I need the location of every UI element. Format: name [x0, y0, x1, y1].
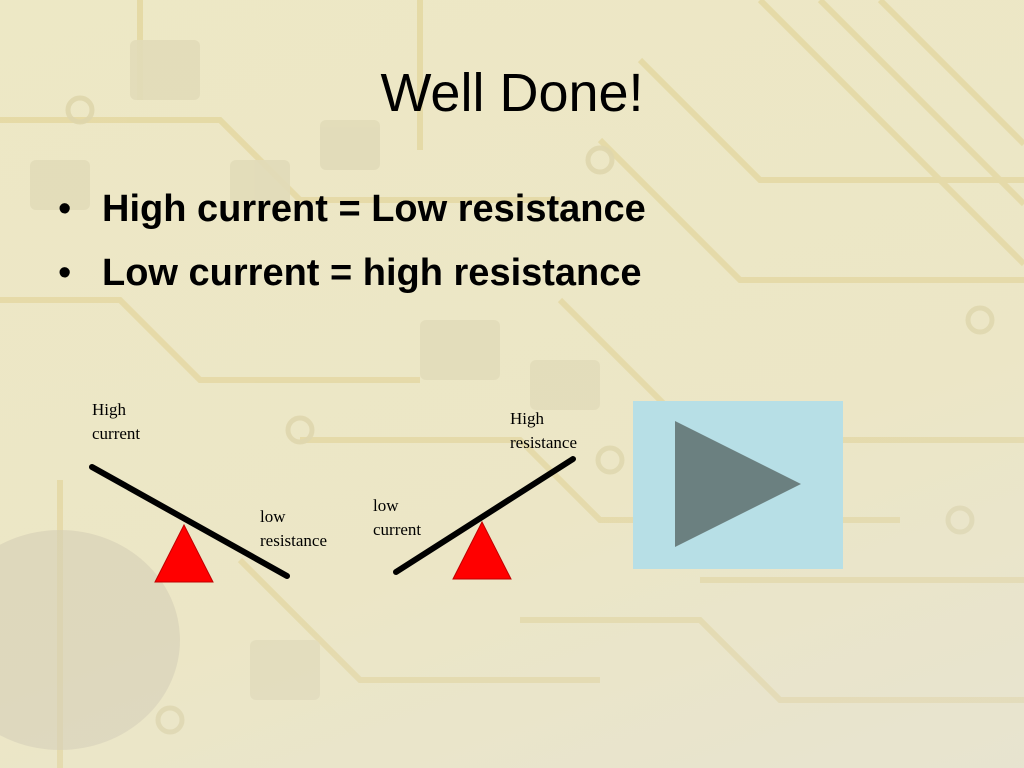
- right-low-current-label: low current: [373, 494, 421, 542]
- label-line: High: [510, 409, 544, 428]
- next-slide-play-button[interactable]: [633, 401, 843, 569]
- label-line: low: [260, 507, 286, 526]
- bullet-text: Low current = high resistance: [102, 252, 642, 294]
- label-line: High: [92, 400, 126, 419]
- bullet-list: • High current = Low resistance • Low curr…: [58, 188, 646, 316]
- label-line: current: [92, 424, 141, 443]
- bullet-text: High current = Low resistance: [102, 188, 646, 230]
- left-high-current-label: High current: [92, 398, 140, 446]
- bullet-item: • Low current = high resistance: [58, 252, 646, 316]
- slide-title: Well Done!: [380, 63, 644, 123]
- bullet-dot-icon: •: [58, 188, 72, 230]
- play-triangle-icon: [675, 421, 801, 547]
- left-seesaw-beam: [89, 464, 290, 579]
- bullet-item: • High current = Low resistance: [58, 188, 646, 252]
- label-line: resistance: [260, 531, 328, 550]
- label-line: current: [373, 520, 422, 539]
- label-line: low: [373, 496, 399, 515]
- left-fulcrum-triangle: [154, 523, 214, 583]
- right-seesaw-beam: [393, 456, 576, 575]
- bullet-dot-icon: •: [58, 252, 72, 294]
- left-low-resistance-label: low resistance: [260, 505, 327, 553]
- label-line: resistance: [510, 433, 578, 452]
- right-high-resistance-label: High resistance: [510, 407, 577, 455]
- right-fulcrum-triangle: [452, 520, 512, 580]
